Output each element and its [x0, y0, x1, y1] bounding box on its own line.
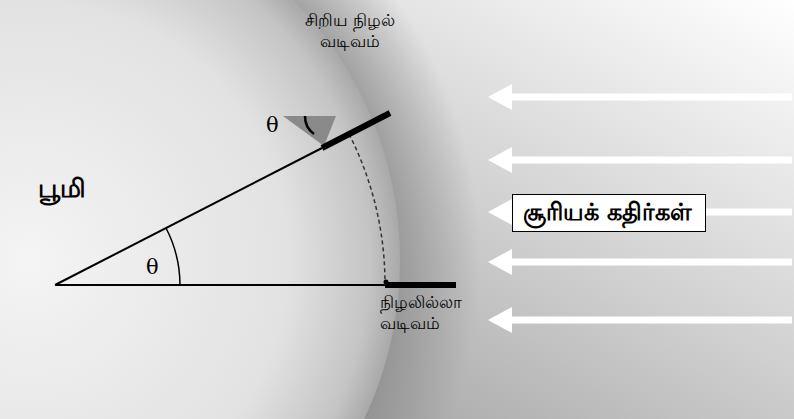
- stick: [322, 113, 390, 148]
- earth-label: பூமி: [38, 172, 86, 205]
- dashed-arc: [349, 134, 385, 285]
- shadowless-caption: நிழலில்லா வடிவம்: [380, 292, 462, 335]
- stick: [385, 282, 456, 288]
- sun-rays-box: சூரியக் கதிர்கள்: [512, 194, 706, 232]
- shadow-triangle: [283, 116, 336, 146]
- earth-halo: [0, 0, 480, 419]
- radius-line: [55, 284, 385, 286]
- sun-rays: [488, 84, 792, 333]
- angle-symbol: θ: [266, 112, 279, 138]
- earth-globe: [0, 0, 400, 419]
- angle-symbol: θ: [146, 254, 159, 280]
- radius-line: [55, 148, 322, 285]
- angle-arc: [305, 116, 314, 134]
- shadow-caption: சிறிய நிழல் வடிவம்: [294, 10, 406, 53]
- angle-arc: [166, 228, 180, 285]
- node-label: சூரியக் கதிர்கள்: [523, 198, 695, 227]
